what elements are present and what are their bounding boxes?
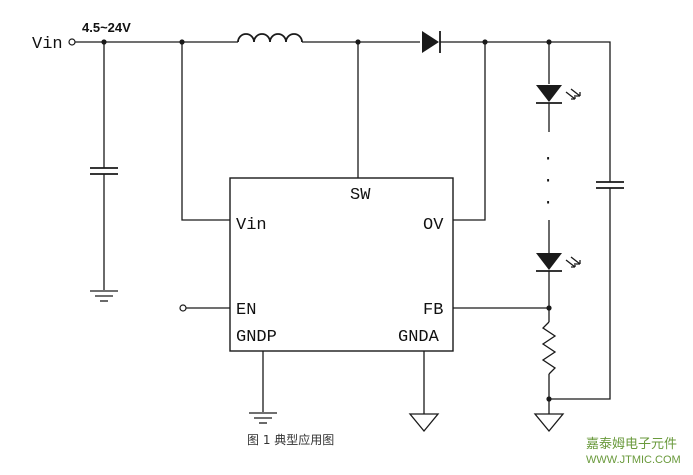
led-symbol-top bbox=[536, 85, 581, 104]
en-input-terminal bbox=[179, 304, 187, 312]
watermark-company: 嘉泰姆电子元件 bbox=[586, 437, 677, 452]
ground-symbol-sense bbox=[533, 413, 565, 433]
vin-input-terminal bbox=[68, 38, 76, 46]
top-rail-right bbox=[440, 41, 611, 182]
watermark-url: WWW.JTMIC.COM bbox=[586, 454, 681, 466]
sense-resistor-symbol bbox=[541, 321, 557, 375]
ic-pin-fb-label: FB bbox=[423, 301, 443, 320]
ov-pin-wire bbox=[453, 42, 486, 221]
ground-symbol-input bbox=[90, 290, 118, 302]
led-symbol-bottom bbox=[536, 253, 581, 272]
led-string-ellipsis-2: · bbox=[543, 172, 553, 191]
led-string-ellipsis-1: · bbox=[543, 150, 553, 169]
junction-dots bbox=[101, 39, 552, 402]
input-capacitor-symbol bbox=[90, 167, 118, 175]
ic-pin-gnda-label: GNDA bbox=[398, 328, 440, 347]
vin-input-label: Vin bbox=[32, 35, 63, 54]
led-string-ellipsis-3: · bbox=[543, 194, 553, 213]
ic-pin-gndp-label: GNDP bbox=[236, 328, 277, 347]
ic-pin-sw-label: SW bbox=[350, 186, 371, 205]
ground-symbol-gndp bbox=[249, 412, 277, 424]
ic-pin-ov-label: OV bbox=[423, 216, 444, 235]
inductor-symbol bbox=[237, 33, 303, 43]
ic-body bbox=[229, 177, 454, 352]
diode-symbol bbox=[422, 31, 441, 53]
ic-pin-en-label: EN bbox=[236, 301, 256, 320]
figure-caption: 图 1 典型应用图 bbox=[247, 432, 334, 447]
output-cap-wire-bottom bbox=[549, 188, 611, 400]
input-voltage-range: 4.5~24V bbox=[82, 20, 131, 35]
ground-symbol-gnda bbox=[408, 413, 440, 433]
vin-pin-wire bbox=[181, 42, 230, 221]
ic-pin-vin-label: Vin bbox=[236, 216, 267, 235]
output-capacitor-symbol bbox=[596, 181, 624, 189]
